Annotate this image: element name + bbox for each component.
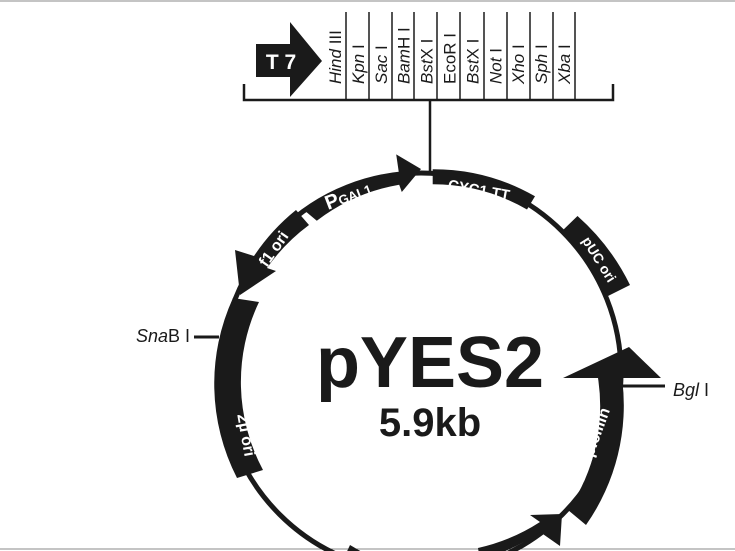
mcs-site-roman: I [555,44,574,53]
mcs-site-label: Sph I [532,44,551,84]
plasmid-name: pYES2 [316,323,544,403]
ampicillin-arrow [563,347,661,525]
mcs-site-label: EcoR I [441,33,460,84]
bgl-label: Bgl I [673,380,709,400]
mcs-site-italic: Sac [372,54,391,84]
mcs-site-label: Xba I [555,44,574,85]
mcs-site-label: Kpn I [349,44,368,84]
mcs-site-label: Xho I [509,44,528,85]
mcs-site-italic: Bst [418,58,437,84]
mcs-bracket [242,84,615,102]
two-micron-ori-block [214,298,263,478]
t7-label: T 7 [266,51,296,74]
mcs-site-roman: X I [463,39,482,60]
mcs-site-roman: I [509,44,528,53]
mcs-site-roman: I [349,44,368,53]
mcs-site-italic: Xho [509,54,528,85]
mcs-site-label: Not I [486,48,505,84]
snab-label: SnaB I [136,326,190,346]
mcs-site-italic: Xba [555,54,574,85]
mcs-site-italic: Sph [532,54,551,84]
cyc1-tt-block [432,169,535,210]
mcs-site-roman: X I [418,39,437,60]
t7-arrow [256,22,322,97]
f1-ori-arrow [235,210,309,295]
bottom-arrow [478,514,562,551]
mcs-site-roman: III [326,30,345,49]
puc-ori-block [561,216,630,296]
mcs-site-roman: H I [395,27,414,49]
bottom-left-mark [347,545,361,551]
mcs-separators [345,12,576,100]
mcs-site-roman: I [486,48,505,57]
mcs-site-italic: Bst [463,58,482,84]
plasmid-size: 5.9kb [379,401,481,445]
mcs-site-label: BstX I [418,39,437,84]
mcs-site-italic: Bam [395,49,414,84]
mcs-site-label: BamH I [395,27,414,84]
mcs-site-label: BstX I [463,39,482,84]
mcs-site-roman: I [372,45,391,54]
mcs-site-roman: EcoR I [441,33,460,84]
mcs-site-italic: Kpn [349,54,368,84]
mcs-site-roman: I [532,44,551,53]
mcs-site-label: Sac I [372,45,391,84]
mcs-site-label: Hind III [326,30,345,84]
mcs-site-italic: Not [486,56,505,84]
pgal1-label: PGAL1 [322,177,375,215]
pgal1-arrow [305,154,421,221]
mcs-site-italic: Hind [326,48,345,84]
